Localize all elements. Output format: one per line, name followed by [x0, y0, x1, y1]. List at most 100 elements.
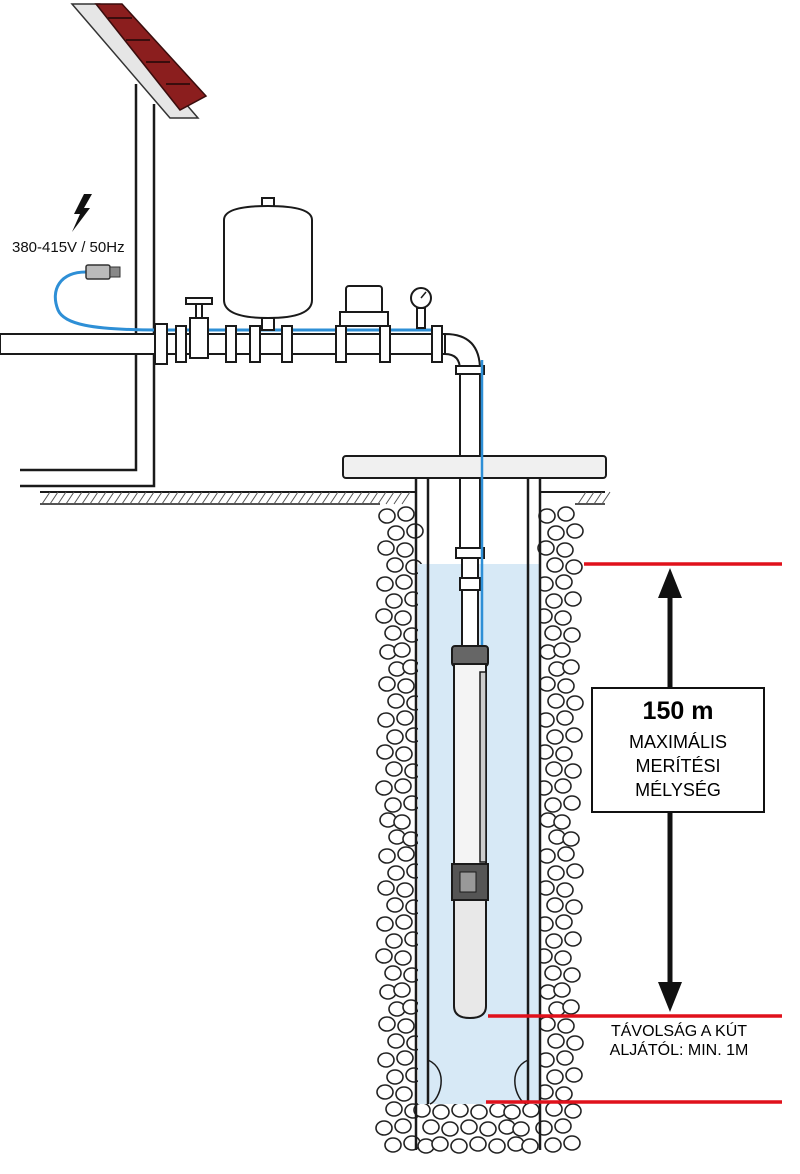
gravel-stone: [544, 797, 562, 813]
drop-pipe: [455, 365, 485, 647]
gravel-stone: [547, 865, 565, 881]
gravel-stone: [554, 950, 572, 966]
gravel-stone: [553, 642, 571, 658]
gravel-stone: [538, 1016, 556, 1032]
ground-surface: [40, 491, 611, 505]
gravel-stone: [395, 574, 413, 590]
gravel-stone: [395, 1086, 413, 1102]
gravel-stone: [537, 540, 555, 556]
gravel-stone: [545, 593, 563, 609]
gravel-stone: [393, 982, 411, 998]
gravel-stone: [384, 1137, 402, 1153]
bottom-clearance-note: TÁVOLSÁG A KÚT ALJÁTÓL: MIN. 1M: [609, 1023, 749, 1059]
horizontal-pipe: [0, 323, 482, 371]
gravel-stone: [397, 506, 415, 522]
gravel-stone: [395, 746, 413, 762]
gravel-stone: [384, 965, 402, 981]
gravel-stone: [545, 933, 563, 949]
gravel-stone: [377, 880, 395, 896]
gravel-stone: [387, 1033, 405, 1049]
gravel-stone: [393, 814, 411, 830]
gravel-stone: [378, 508, 396, 524]
pressure-switch: [339, 285, 389, 327]
gravel-stone: [376, 744, 394, 760]
gravel-stone: [555, 914, 573, 930]
gravel-stone: [535, 1120, 553, 1136]
gravel-stone: [563, 967, 581, 983]
gravel-stone: [538, 848, 556, 864]
gravel-stone: [565, 727, 583, 743]
gravel-stone: [521, 1138, 539, 1154]
gravel-stone: [396, 710, 414, 726]
gravel-stone: [557, 506, 575, 522]
gravel-stone: [566, 1035, 584, 1051]
gravel-stone: [556, 542, 574, 558]
gravel-stone: [396, 1050, 414, 1066]
gravel-stone: [545, 761, 563, 777]
gravel-stone: [562, 659, 580, 675]
gravel-stone: [566, 863, 584, 879]
well-cap: [342, 455, 607, 479]
gravel-stone: [403, 627, 421, 643]
gravel-stone: [451, 1102, 469, 1118]
gravel-stone: [396, 882, 414, 898]
lightning-bolt-icon: [72, 194, 92, 232]
gravel-stone: [441, 1121, 459, 1137]
gravel-stone: [377, 540, 395, 556]
gravel-stone: [564, 763, 582, 779]
gravel-stone: [556, 710, 574, 726]
gravel-stone: [385, 761, 403, 777]
gravel-stone: [566, 523, 584, 539]
gravel-stone: [378, 1016, 396, 1032]
gravel-stone: [546, 1069, 564, 1085]
gravel-stone: [538, 676, 556, 692]
gravel-stone: [547, 525, 565, 541]
gravel-stone: [395, 914, 413, 930]
gravel-stone: [562, 999, 580, 1015]
gravel-stone: [563, 627, 581, 643]
gravel-stone: [386, 1069, 404, 1085]
gravel-stone: [488, 1138, 506, 1154]
gravel-stone: [385, 933, 403, 949]
gravel-stone: [387, 525, 405, 541]
gravel-stone: [554, 610, 572, 626]
gravel-stone: [431, 1136, 449, 1152]
max-depth-value: 150 m: [642, 697, 714, 725]
gravel-stone: [375, 948, 393, 964]
depth-markers: [486, 562, 782, 1104]
gravel-stone: [555, 746, 573, 762]
gravel-stone: [469, 1136, 487, 1152]
gravel-stone: [394, 610, 412, 626]
gravel-stone: [555, 574, 573, 590]
gravel-stone: [386, 897, 404, 913]
gate-valve: [185, 297, 213, 359]
gravel-stone: [384, 797, 402, 813]
gravel-stone: [375, 1120, 393, 1136]
power-supply-label: 380-415V / 50Hz: [12, 239, 125, 256]
gravel-stone: [544, 1137, 562, 1153]
gravel-stone: [394, 1118, 412, 1134]
gravel-stone: [545, 1101, 563, 1117]
gravel-stone: [522, 1102, 540, 1118]
gravel-stone: [375, 780, 393, 796]
gravel-stone: [512, 1121, 530, 1137]
gravel-stone: [376, 916, 394, 932]
gravel-stone: [386, 557, 404, 573]
gravel-stone: [557, 678, 575, 694]
gravel-stone: [432, 1104, 450, 1120]
gravel-stone: [554, 1118, 572, 1134]
gravel-stone: [403, 795, 421, 811]
gravel-stone: [422, 1119, 440, 1135]
gravel-stone: [375, 608, 393, 624]
gravel-stone: [556, 1050, 574, 1066]
gravel-stone: [563, 1135, 581, 1151]
gravel-stone: [479, 1121, 497, 1137]
gravel-stone: [546, 729, 564, 745]
gravel-stone: [396, 542, 414, 558]
gravel-stone: [555, 1086, 573, 1102]
gravel-stone: [378, 676, 396, 692]
gravel-stone: [377, 1052, 395, 1068]
gravel-stone: [546, 897, 564, 913]
gravel-stone: [394, 950, 412, 966]
